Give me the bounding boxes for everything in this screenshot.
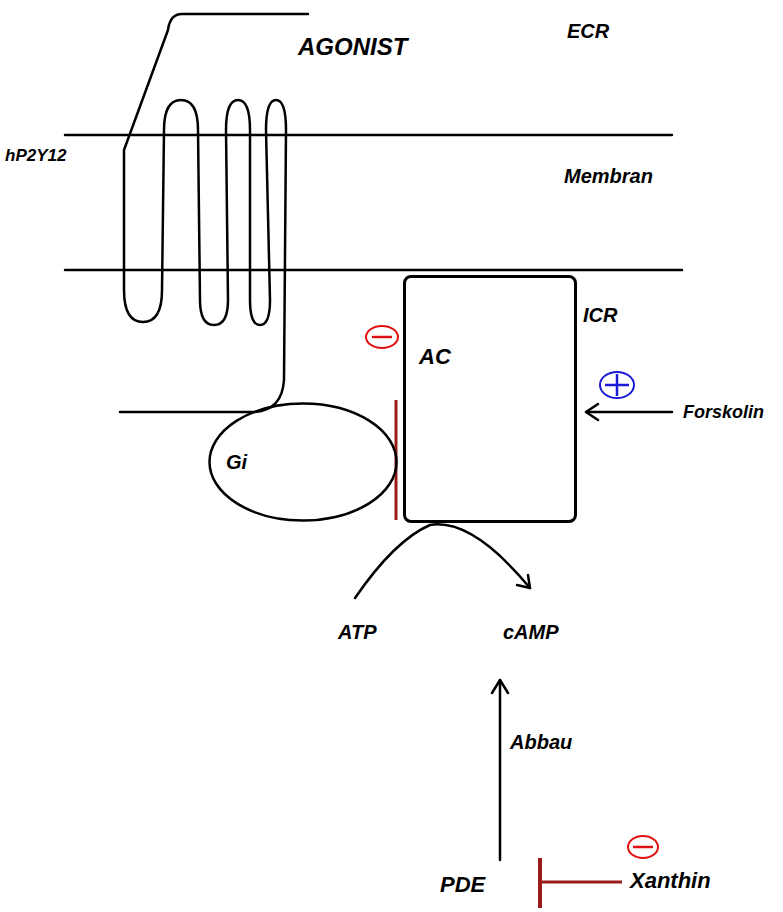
plus-symbol: [600, 372, 634, 398]
forskolin-arrow: [586, 411, 672, 414]
region-label: Membran: [564, 164, 653, 188]
membrane-line: [65, 134, 672, 137]
inhibitor-label: Xanthin: [630, 868, 711, 894]
minus-symbol: [366, 326, 398, 348]
arrow-head: [492, 680, 508, 693]
receptor-chain: [120, 14, 308, 412]
conversion-arrow: [355, 524, 530, 598]
product-label: cAMP: [503, 620, 559, 644]
inhibition-line: [540, 881, 622, 884]
receptor-label: hP2Y12: [5, 146, 66, 166]
arrow-head: [586, 404, 598, 420]
minus-symbol: [628, 836, 658, 858]
enzyme-box: AC: [403, 275, 577, 523]
agonist-label: AGONIST: [298, 33, 407, 62]
enzyme-label: PDE: [440, 872, 485, 898]
region-label: ECR: [567, 19, 609, 43]
substrate-label: ATP: [338, 620, 377, 644]
arrow-head: [517, 575, 530, 588]
node-label: Gi: [226, 450, 247, 474]
g-protein-ellipse: Gi: [208, 402, 398, 522]
membrane-line: [65, 269, 682, 272]
region-label: ICR: [583, 303, 617, 327]
process-label: Abbau: [510, 730, 572, 754]
ellipse-outline: [210, 404, 397, 521]
degradation-arrow: [499, 680, 502, 860]
node-label: AC: [419, 344, 451, 370]
activator-label: Forskolin: [683, 402, 764, 424]
